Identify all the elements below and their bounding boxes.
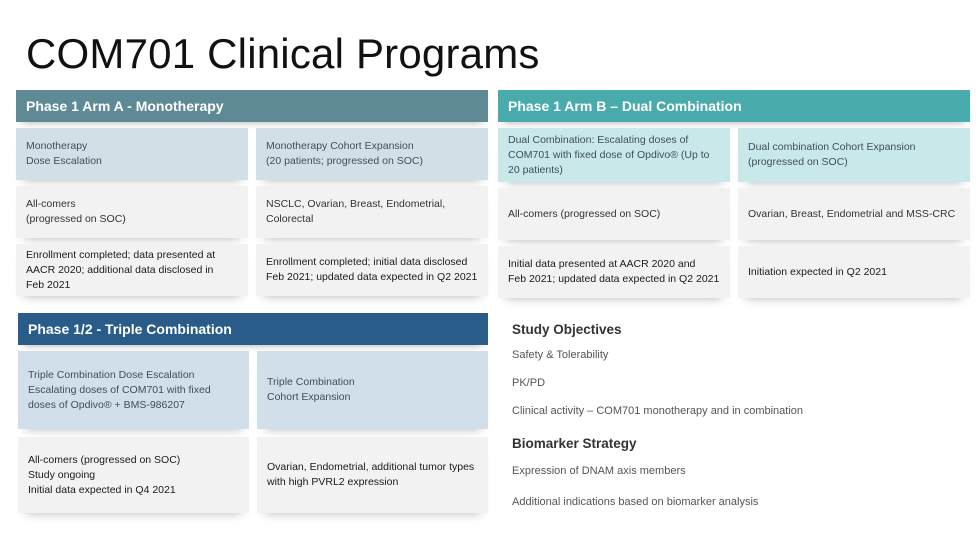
arm-b-cell-r3c1: Initial data presented at AACR 2020 and … — [498, 246, 730, 298]
arm-a-cell-r3c1: Enrollment completed; data presented at … — [16, 244, 248, 296]
arm-a-cell-r2c1: All-comers (progressed on SOC) — [16, 186, 248, 238]
arm-a-cell-r2c2: NSCLC, Ovarian, Breast, Endometrial, Col… — [256, 186, 488, 238]
biomarker-item: Expression of DNAM axis members — [512, 465, 686, 477]
objective-item: PK/PD — [512, 377, 546, 389]
arm-b-cell-r2c2: Ovarian, Breast, Endometrial and MSS-CRC — [738, 188, 970, 240]
arm-a-cell-r1c1: Monotherapy Dose Escalation — [16, 128, 248, 180]
arm-a-cell-r1c2: Monotherapy Cohort Expansion (20 patient… — [256, 128, 488, 180]
triple-cell-r1c1: Triple Combination Dose Escalation Escal… — [18, 351, 249, 429]
arm-b-cell-r1c2: Dual combination Cohort Expansion (progr… — [738, 128, 970, 182]
biomarker-strategy-heading: Biomarker Strategy — [512, 436, 637, 451]
arm-a-cell-r3c2: Enrollment completed; initial data discl… — [256, 244, 488, 296]
arm-b-cell-r1c1: Dual Combination: Escalating doses of CO… — [498, 128, 730, 182]
triple-cell-r2c2: Ovarian, Endometrial, additional tumor t… — [257, 437, 488, 513]
arm-b-cell-r3c2: Initiation expected in Q2 2021 — [738, 246, 970, 298]
study-objectives-heading: Study Objectives — [512, 322, 622, 337]
arm-b-header: Phase 1 Arm B – Dual Combination — [498, 90, 970, 122]
triple-header: Phase 1/2 - Triple Combination — [18, 313, 488, 345]
arm-b-cell-r2c1: All-comers (progressed on SOC) — [498, 188, 730, 240]
objective-item: Safety & Tolerability — [512, 349, 609, 361]
arm-a-header: Phase 1 Arm A - Monotherapy — [16, 90, 488, 122]
triple-cell-r1c2: Triple Combination Cohort Expansion — [257, 351, 488, 429]
biomarker-item: Additional indications based on biomarke… — [512, 496, 759, 508]
page-title: COM701 Clinical Programs — [26, 30, 540, 77]
objective-item: Clinical activity – COM701 monotherapy a… — [512, 405, 804, 417]
triple-cell-r2c1: All-comers (progressed on SOC) Study ong… — [18, 437, 249, 513]
